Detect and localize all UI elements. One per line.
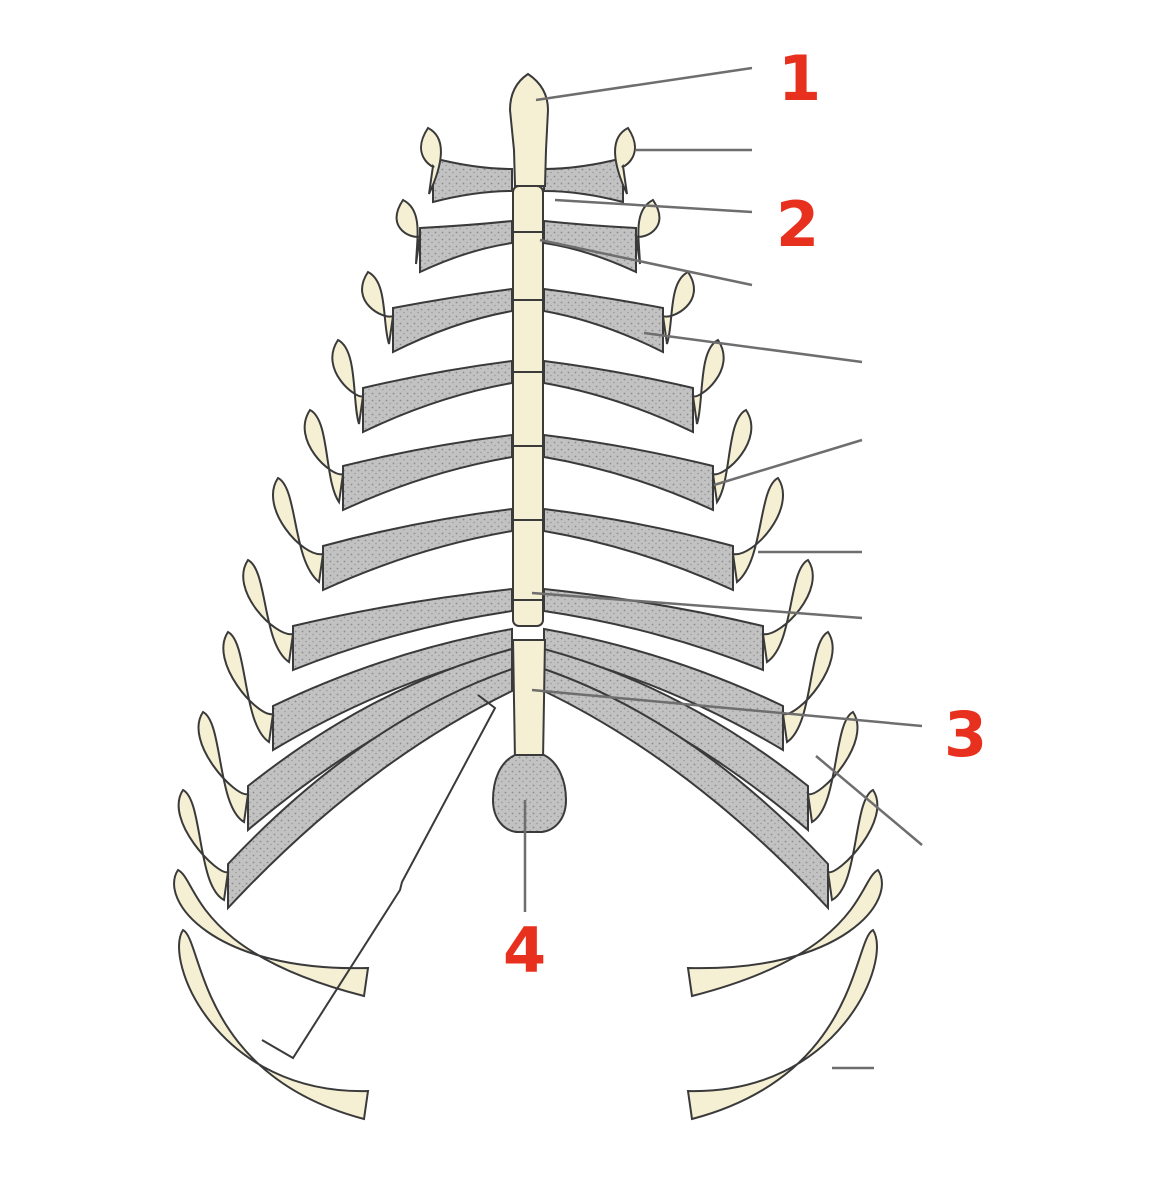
- rib-right-6: [731, 476, 784, 584]
- rib-left-10: [177, 788, 230, 902]
- costal-cartilage-right-3: [543, 287, 664, 354]
- rib-left-8: [222, 630, 275, 744]
- rib-right-1: [614, 126, 636, 195]
- costal-cartilage-left-4: [362, 359, 513, 434]
- leader-line-4: [539, 238, 753, 287]
- rib-left-12: [178, 928, 370, 1121]
- label-3: 3: [944, 698, 987, 771]
- manubrium: [508, 72, 550, 187]
- rib-right-7: [761, 558, 814, 664]
- leader-line-5: [643, 331, 863, 364]
- costal-cartilage-left-10: [227, 667, 513, 911]
- label-2: 2: [776, 188, 819, 261]
- rib-right-3: [661, 270, 695, 345]
- sternum: [491, 72, 568, 833]
- label-4: 4: [503, 914, 546, 987]
- rib-right-11: [686, 868, 883, 998]
- leader-line-9: [531, 688, 923, 728]
- rib-left-11: [173, 868, 370, 998]
- costal-cartilage-left-5: [342, 433, 513, 512]
- leader-line-3: [554, 198, 753, 214]
- costal-cartilage-left-2: [419, 219, 513, 274]
- rib-left-5: [303, 408, 345, 505]
- costal-cartilage-left-7: [292, 587, 513, 672]
- rib-right-2: [634, 198, 661, 265]
- rib-right-8: [781, 630, 834, 744]
- costal-cartilage-right-2: [543, 219, 637, 274]
- costal-cartilage-left-1: [432, 156, 513, 204]
- ribs: [173, 126, 883, 1121]
- leader-line-6: [713, 438, 863, 487]
- rib-right-10: [826, 788, 879, 902]
- leader-line-10: [815, 755, 923, 846]
- rib-left-7: [242, 558, 295, 664]
- rib-left-1: [420, 126, 442, 195]
- label-1: 1: [778, 42, 821, 115]
- sternal-segments: [513, 231, 543, 601]
- costal-cartilage-left-6: [322, 507, 513, 592]
- xiphoid-bone: [511, 639, 547, 761]
- costal-cartilages: [227, 156, 829, 911]
- rib-right-5: [711, 408, 753, 505]
- xiphoid-process: [491, 754, 568, 833]
- rib-left-4: [331, 338, 365, 425]
- rib-left-6: [272, 476, 325, 584]
- costal-cartilage-right-4: [543, 359, 694, 434]
- costal-cartilage-right-5: [543, 433, 714, 512]
- leader-lines: [523, 66, 923, 1070]
- leader-line-8: [531, 591, 863, 620]
- sternal-body: [512, 185, 544, 627]
- false-ribs-bracket: [261, 694, 497, 1060]
- costal-cartilage-left-3: [392, 287, 513, 354]
- rib-right-12: [686, 928, 878, 1121]
- leader-line-1: [535, 66, 753, 102]
- costal-cartilage-right-1: [543, 156, 624, 204]
- rib-left-9: [197, 710, 250, 824]
- rib-left-3: [361, 270, 395, 345]
- rib-left-2: [395, 198, 422, 265]
- costal-cartilage-right-6: [543, 507, 734, 592]
- rib-right-9: [806, 710, 859, 824]
- costal-cartilage-right-10: [543, 667, 829, 911]
- rib-right-4: [691, 338, 725, 425]
